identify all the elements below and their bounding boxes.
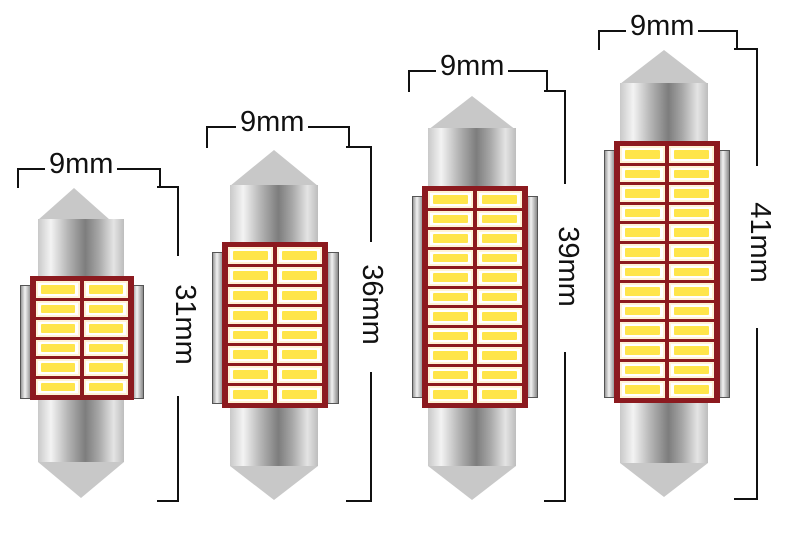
bottom-tip	[428, 466, 516, 500]
top-cap	[428, 128, 516, 190]
width-label: 9mm	[236, 108, 309, 137]
length-bracket	[346, 146, 372, 242]
bottom-cap	[620, 403, 708, 463]
led-board	[614, 141, 720, 403]
bottom-tip	[230, 466, 318, 500]
bulb-39mm: 9mm 39mm	[408, 52, 584, 502]
bulb-36mm: 9mm 36mm	[206, 108, 388, 502]
bottom-tip	[38, 462, 124, 498]
top-tip	[620, 50, 708, 84]
top-cap	[620, 83, 708, 145]
bottom-cap	[230, 408, 318, 466]
width-label: 9mm	[45, 150, 118, 179]
top-cap	[38, 219, 124, 279]
length-bracket	[157, 186, 179, 256]
top-tip	[428, 96, 516, 130]
led-board	[222, 242, 328, 408]
top-tip	[230, 150, 318, 186]
bottom-tip	[620, 463, 708, 497]
length-bracket-lower	[544, 352, 566, 502]
bulb-31mm: 9mm 31mm	[0, 0, 201, 540]
led-board	[422, 186, 528, 408]
width-label: 9mm	[626, 12, 699, 41]
top-cap	[230, 185, 318, 245]
length-bracket	[734, 48, 758, 166]
length-bracket-lower	[157, 396, 179, 502]
bottom-cap	[428, 408, 516, 466]
length-bracket-lower	[734, 328, 758, 500]
bottom-cap	[38, 400, 124, 462]
width-label: 9mm	[436, 52, 509, 81]
length-bracket-lower	[346, 372, 372, 502]
led-board	[30, 276, 134, 400]
top-tip	[38, 188, 110, 220]
length-label: 41mm	[744, 198, 776, 287]
length-bracket	[544, 90, 566, 184]
